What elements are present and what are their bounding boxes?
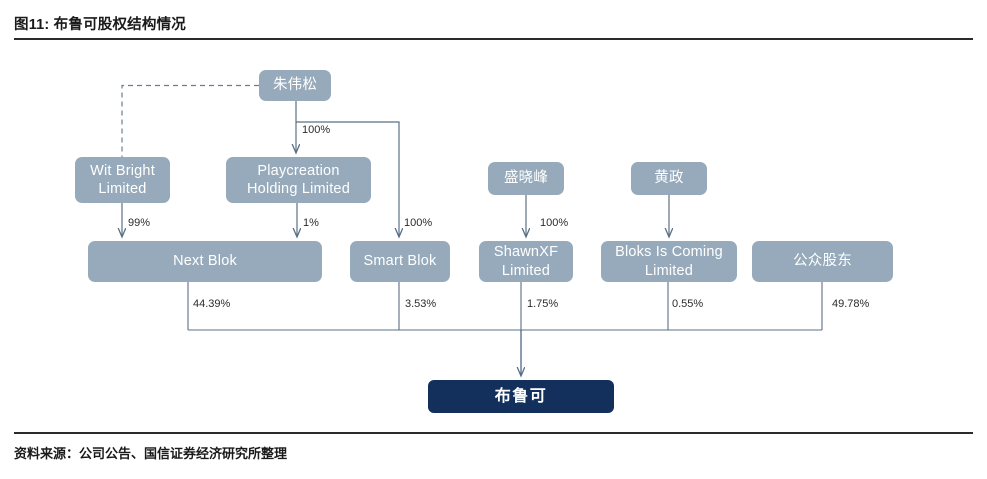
node-label: 盛晓峰 (503, 170, 549, 187)
node-label: 布鲁可 (494, 387, 548, 405)
node-label: 朱伟松 (272, 77, 318, 94)
footer-divider (14, 432, 973, 434)
page-title: 图11: 布鲁可股权结构情况 (14, 17, 186, 33)
edge-label-zhu-smartblok: 100% (404, 217, 433, 229)
edge-label-sheng-shawnxf: 100% (540, 217, 569, 229)
node-huang-zheng[interactable]: 黄政 (631, 162, 707, 195)
edge-bus-to-root (187, 282, 823, 376)
source-note: 资料来源：公司公告、国信证券经济研究所整理 (14, 446, 288, 461)
node-smart-blok[interactable]: Smart Blok (350, 241, 450, 282)
node-zhu-weisong[interactable]: 朱伟松 (259, 70, 331, 101)
edge-zhu-to-smartblok (296, 121, 399, 237)
node-label: Next Blok (173, 253, 237, 270)
edge-label-witbright-nextblok: 99% (128, 217, 151, 229)
edge-label-playcreation-nextblok: 1% (303, 217, 319, 229)
edge-label-smartblok-root: 3.53% (405, 298, 437, 310)
edge-label-zhu-playcreation: 100% (302, 124, 331, 136)
node-next-blok[interactable]: Next Blok (88, 241, 322, 282)
node-sheng-xiaofeng[interactable]: 盛晓峰 (488, 162, 564, 195)
edge-label-shawnxf-root: 1.75% (527, 298, 559, 310)
node-label: 黄政 (654, 170, 684, 187)
node-bloks-company[interactable]: 布鲁可 (428, 380, 614, 413)
edge-zhu-to-witbright (121, 84, 259, 157)
node-public-shareholders[interactable]: 公众股东 (752, 241, 893, 282)
edge-layer (0, 84, 823, 432)
node-label: Smart Blok (363, 253, 437, 270)
title-divider (14, 38, 973, 40)
node-label: 公众股东 (793, 253, 852, 270)
edge-label-bloks-root: 0.55% (672, 298, 704, 310)
edge-label-nextblok-root: 44.39% (193, 298, 231, 310)
edge-label-public-root: 49.78% (832, 298, 870, 310)
